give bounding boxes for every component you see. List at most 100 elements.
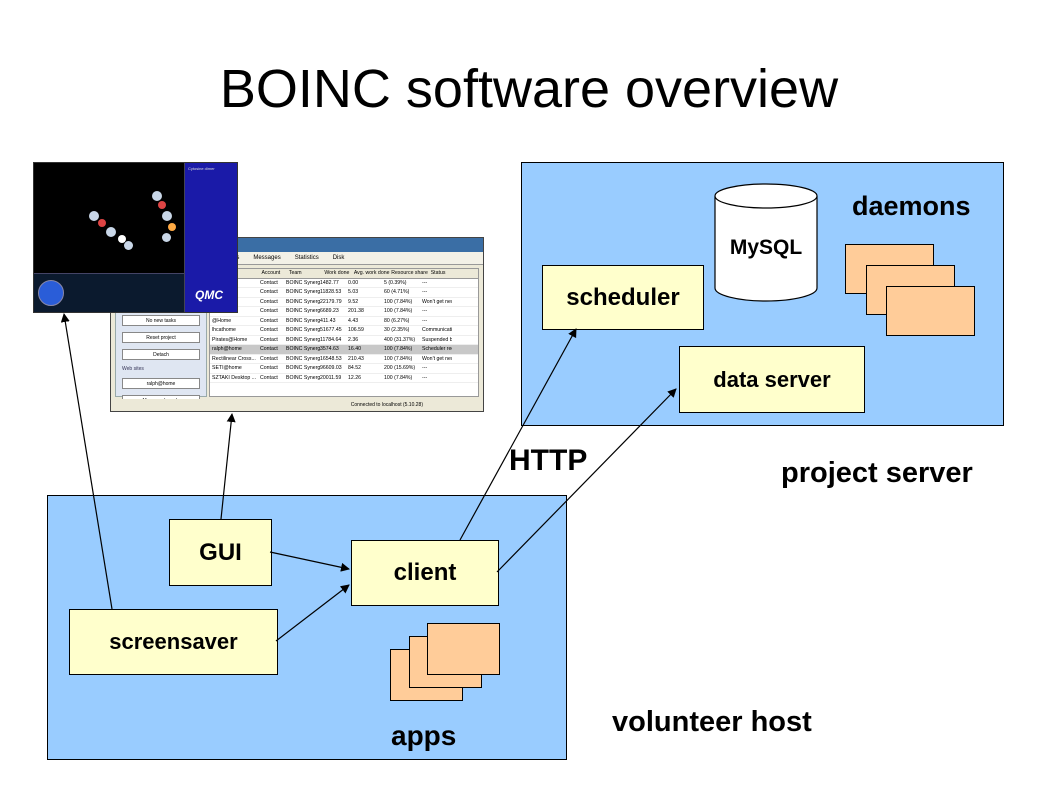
arrow-gui-to-client bbox=[269, 551, 350, 572]
table-cell: Pirates@Home bbox=[212, 336, 248, 343]
tab-statistics: Statistics bbox=[294, 255, 319, 261]
table-cell: 100 (7.84%) bbox=[384, 374, 413, 381]
arrow-client-to-data-server bbox=[496, 388, 677, 573]
table-cell: 106.59 bbox=[348, 327, 364, 333]
table-cell: 84.52 bbox=[348, 365, 361, 371]
table-cell: Contact bbox=[260, 346, 278, 352]
daemon-sheet bbox=[886, 286, 975, 336]
table-cell: Contact bbox=[260, 308, 278, 314]
table-cell: 400 (31.37%) bbox=[384, 336, 416, 343]
table-cell: 100 (7.84%) bbox=[384, 355, 413, 362]
table-cell: BOINC Synergy bbox=[286, 289, 320, 295]
table-cell: BOINC Synergy bbox=[286, 374, 320, 381]
table-cell: 4.43 bbox=[348, 317, 359, 324]
mysql-label: MySQL bbox=[729, 236, 803, 259]
table-cell: 210.43 bbox=[348, 355, 364, 362]
screensaver-box: screensaver bbox=[69, 609, 278, 675]
table-cell: BOINC Synergy bbox=[286, 336, 320, 343]
table-cell: SZTAKI Desktop ... bbox=[212, 374, 257, 381]
qmc-logo: QMC bbox=[195, 288, 223, 302]
table-cell: BOINC Synergy bbox=[286, 317, 320, 324]
table-cell: 6689.23 bbox=[320, 308, 339, 314]
detach-button: Detach bbox=[122, 349, 200, 360]
table-cell: 100 (7.84%) bbox=[384, 346, 413, 352]
molecule-atom bbox=[89, 211, 99, 221]
table-cell: Won't get new tasks bbox=[422, 355, 452, 362]
molecule-atom bbox=[162, 233, 171, 242]
table-cell: Rectilinear Cross... bbox=[212, 355, 256, 362]
table-cell: 11784.64 bbox=[320, 336, 342, 343]
table-cell: 22179.79 bbox=[320, 298, 342, 305]
mysql-database-icon bbox=[714, 183, 818, 302]
slide-title: BOINC software overview bbox=[219, 59, 839, 119]
volunteer-host-label: volunteer host bbox=[612, 706, 812, 738]
http-label: HTTP bbox=[509, 444, 588, 477]
table-cell: 80 (6.27%) bbox=[384, 317, 410, 324]
column-header: Work done bbox=[324, 270, 350, 276]
table-cell: 100 (7.84%) bbox=[384, 308, 413, 314]
table-cell: --- bbox=[422, 308, 428, 314]
table-cell: Contact bbox=[260, 327, 278, 333]
data-server-box: data server bbox=[679, 346, 865, 413]
gui-box: GUI bbox=[169, 519, 272, 586]
table-cell: --- bbox=[422, 374, 428, 381]
table-row: ralph@home Contact BOINC Synergy3574.63 16.… bbox=[210, 345, 478, 355]
table-cell: --- bbox=[422, 317, 428, 324]
column-header: Resource share bbox=[391, 270, 428, 276]
table-cell: 16.40 bbox=[348, 346, 361, 352]
table-cell: BOINC Synergy bbox=[286, 346, 320, 352]
status-bar: Connected to localhost (5.10.28) bbox=[111, 399, 483, 411]
projects-table: Account Team Work done Avg. work done Re… bbox=[209, 268, 479, 397]
molecule-atom bbox=[106, 227, 116, 237]
arrow-screensaver-to-graphics bbox=[60, 313, 113, 610]
screensaver-info-panel: Cytosine dimer QMC bbox=[184, 163, 237, 312]
column-header: Status bbox=[430, 270, 446, 276]
table-cell: 96609.03 bbox=[320, 365, 342, 371]
table-row: Pirates@Home Contact BOINC Synergy11784.64… bbox=[210, 336, 478, 345]
table-cell: ralph@home bbox=[212, 346, 242, 352]
table-cell: BOINC Synergy bbox=[286, 308, 320, 314]
table-cell: --- bbox=[422, 365, 428, 371]
table-cell: Contact bbox=[260, 317, 278, 324]
table-cell: 411.43 bbox=[320, 317, 336, 324]
table-cell: 1482.77 bbox=[320, 279, 339, 286]
project-server-label: project server bbox=[781, 457, 973, 489]
column-header: Team bbox=[288, 270, 302, 276]
apps-label: apps bbox=[391, 720, 457, 751]
table-cell: Suspended by user bbox=[422, 336, 452, 343]
table-cell: Communication deferred bbox=[422, 327, 452, 333]
table-cell: 2.36 bbox=[348, 336, 359, 343]
table-cell: 5 (0.39%) bbox=[384, 279, 407, 286]
table-cell: Contact bbox=[260, 336, 278, 343]
table-cell: Contact bbox=[260, 298, 278, 305]
table-cell: 200 (15.69%) bbox=[384, 365, 416, 371]
table-cell: 12.26 bbox=[348, 374, 361, 381]
molecule-atom bbox=[152, 191, 162, 201]
table-cell: --- bbox=[422, 279, 428, 286]
progress-globe bbox=[38, 280, 64, 306]
table-cell: 3574.63 bbox=[320, 346, 339, 352]
table-cell: lhcathome bbox=[212, 327, 236, 333]
table-cell: Contact bbox=[260, 374, 278, 381]
molecule-atom bbox=[124, 241, 133, 250]
ralph-home-button: ralph@home bbox=[122, 378, 200, 389]
table-cell: 100 (7.84%) bbox=[384, 298, 413, 305]
table-cell: 30 (2.35%) bbox=[384, 327, 410, 333]
table-cell: Contact bbox=[260, 365, 278, 371]
column-header: Account bbox=[261, 270, 281, 276]
table-cell: BOINC Synergy bbox=[286, 355, 320, 362]
table-cell: BOINC Synergy bbox=[286, 327, 320, 333]
no-new-tasks-button: No new tasks bbox=[122, 315, 200, 326]
table-cell: 16548.53 bbox=[320, 355, 342, 362]
table-body: ha testContactBOINC Synergy1482.770.005 … bbox=[210, 279, 478, 383]
table-cell: 201.38 bbox=[348, 308, 364, 314]
table-cell: SETI@home bbox=[212, 365, 242, 371]
table-cell: BOINC Synergy bbox=[286, 298, 320, 305]
reset-project-button: Reset project bbox=[122, 332, 200, 343]
